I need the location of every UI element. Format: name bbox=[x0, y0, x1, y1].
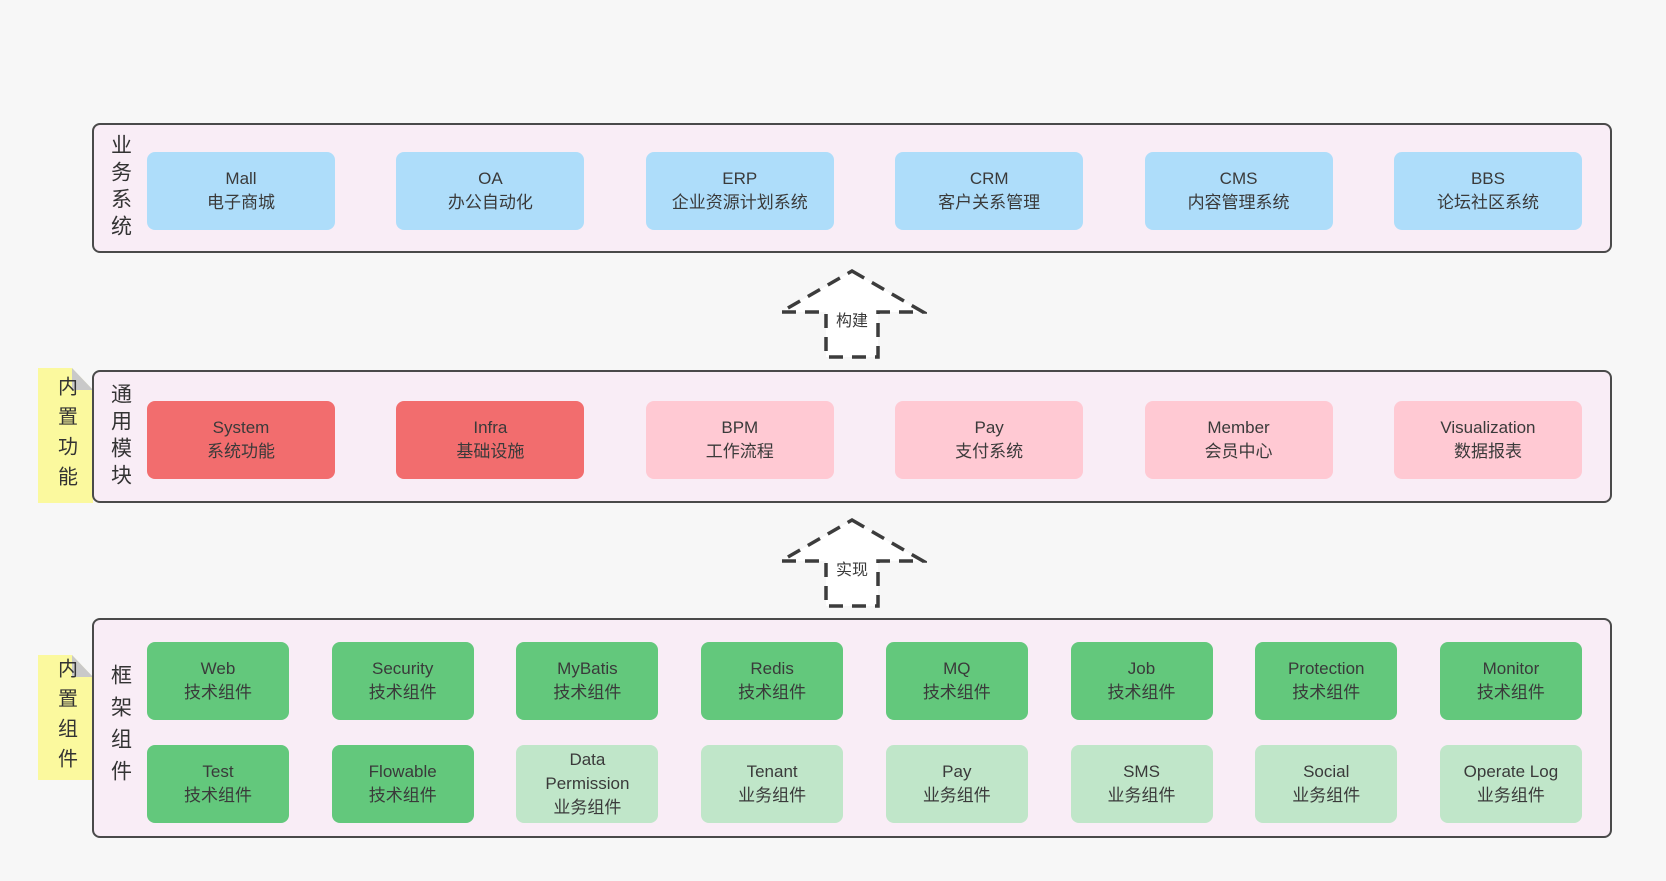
box-mq: MQ 技术组件 bbox=[885, 642, 1028, 720]
box-cms: CMS 内容管理系统 bbox=[1144, 152, 1333, 230]
box-job: Job 技术组件 bbox=[1070, 642, 1213, 720]
box-bbs: BBS 论坛社区系统 bbox=[1393, 152, 1582, 230]
arrow-build: 构建 bbox=[777, 268, 927, 360]
box-mybatis: MyBatis 技术组件 bbox=[516, 642, 659, 720]
arrow-implement: 实现 bbox=[777, 517, 927, 609]
arrow-build-label: 构建 bbox=[832, 307, 872, 331]
box-security: Security 技术组件 bbox=[331, 642, 474, 720]
box-tenant: Tenant 业务组件 bbox=[701, 745, 844, 823]
box-redis: Redis 技术组件 bbox=[701, 642, 844, 720]
layer-common-modules: 通用模块 System 系统功能 Infra 基础设施 BPM 工作流程 Pay… bbox=[92, 370, 1612, 503]
arrow-implement-label: 实现 bbox=[832, 556, 872, 580]
box-pay-component: Pay 业务组件 bbox=[885, 745, 1028, 823]
sticky-note-icon bbox=[38, 655, 93, 780]
box-monitor: Monitor 技术组件 bbox=[1439, 642, 1582, 720]
box-protection: Protection 技术组件 bbox=[1255, 642, 1398, 720]
box-social: Social 业务组件 bbox=[1255, 745, 1398, 823]
box-crm: CRM 客户关系管理 bbox=[895, 152, 1084, 230]
components-box-row-1: Web 技术组件 Security 技术组件 MyBatis 技术组件 Redi… bbox=[147, 642, 1582, 720]
box-pay-module: Pay 支付系统 bbox=[895, 401, 1084, 479]
box-test: Test 技术组件 bbox=[147, 745, 289, 823]
box-flowable: Flowable 技术组件 bbox=[331, 745, 474, 823]
box-visualization: Visualization 数据报表 bbox=[1393, 401, 1582, 479]
box-oa: OA 办公自动化 bbox=[396, 152, 585, 230]
modules-box-row: System 系统功能 Infra 基础设施 BPM 工作流程 Pay 支付系统… bbox=[147, 401, 1582, 479]
box-member: Member 会员中心 bbox=[1144, 401, 1333, 479]
layer-framework-components: 框架组件 Web 技术组件 Security 技术组件 MyBatis 技术组件… bbox=[92, 618, 1612, 838]
layer-business-label: 业务系统 bbox=[108, 134, 132, 242]
box-system: System 系统功能 bbox=[147, 401, 335, 479]
note-built-in-functions: 内置功能 bbox=[38, 368, 93, 503]
sticky-note-icon bbox=[38, 368, 93, 503]
components-box-row-2: Test 技术组件 Flowable 技术组件 Data Permission … bbox=[147, 745, 1582, 823]
layer-business-systems: 业务系统 Mall 电子商城 OA 办公自动化 ERP 企业资源计划系统 CRM… bbox=[92, 123, 1612, 253]
business-box-row: Mall 电子商城 OA 办公自动化 ERP 企业资源计划系统 CRM 客户关系… bbox=[147, 152, 1582, 230]
box-web: Web 技术组件 bbox=[147, 642, 289, 720]
box-sms: SMS 业务组件 bbox=[1070, 745, 1213, 823]
box-operate-log: Operate Log 业务组件 bbox=[1439, 745, 1582, 823]
note-built-in-components: 内置组件 bbox=[38, 655, 93, 780]
box-mall: Mall 电子商城 bbox=[147, 152, 335, 230]
box-erp: ERP 企业资源计划系统 bbox=[645, 152, 834, 230]
box-bpm: BPM 工作流程 bbox=[645, 401, 834, 479]
box-data-permission: Data Permission 业务组件 bbox=[516, 745, 659, 823]
layer-components-label: 框架组件 bbox=[108, 664, 132, 792]
layer-modules-label: 通用模块 bbox=[108, 382, 132, 491]
box-infra: Infra 基础设施 bbox=[396, 401, 585, 479]
